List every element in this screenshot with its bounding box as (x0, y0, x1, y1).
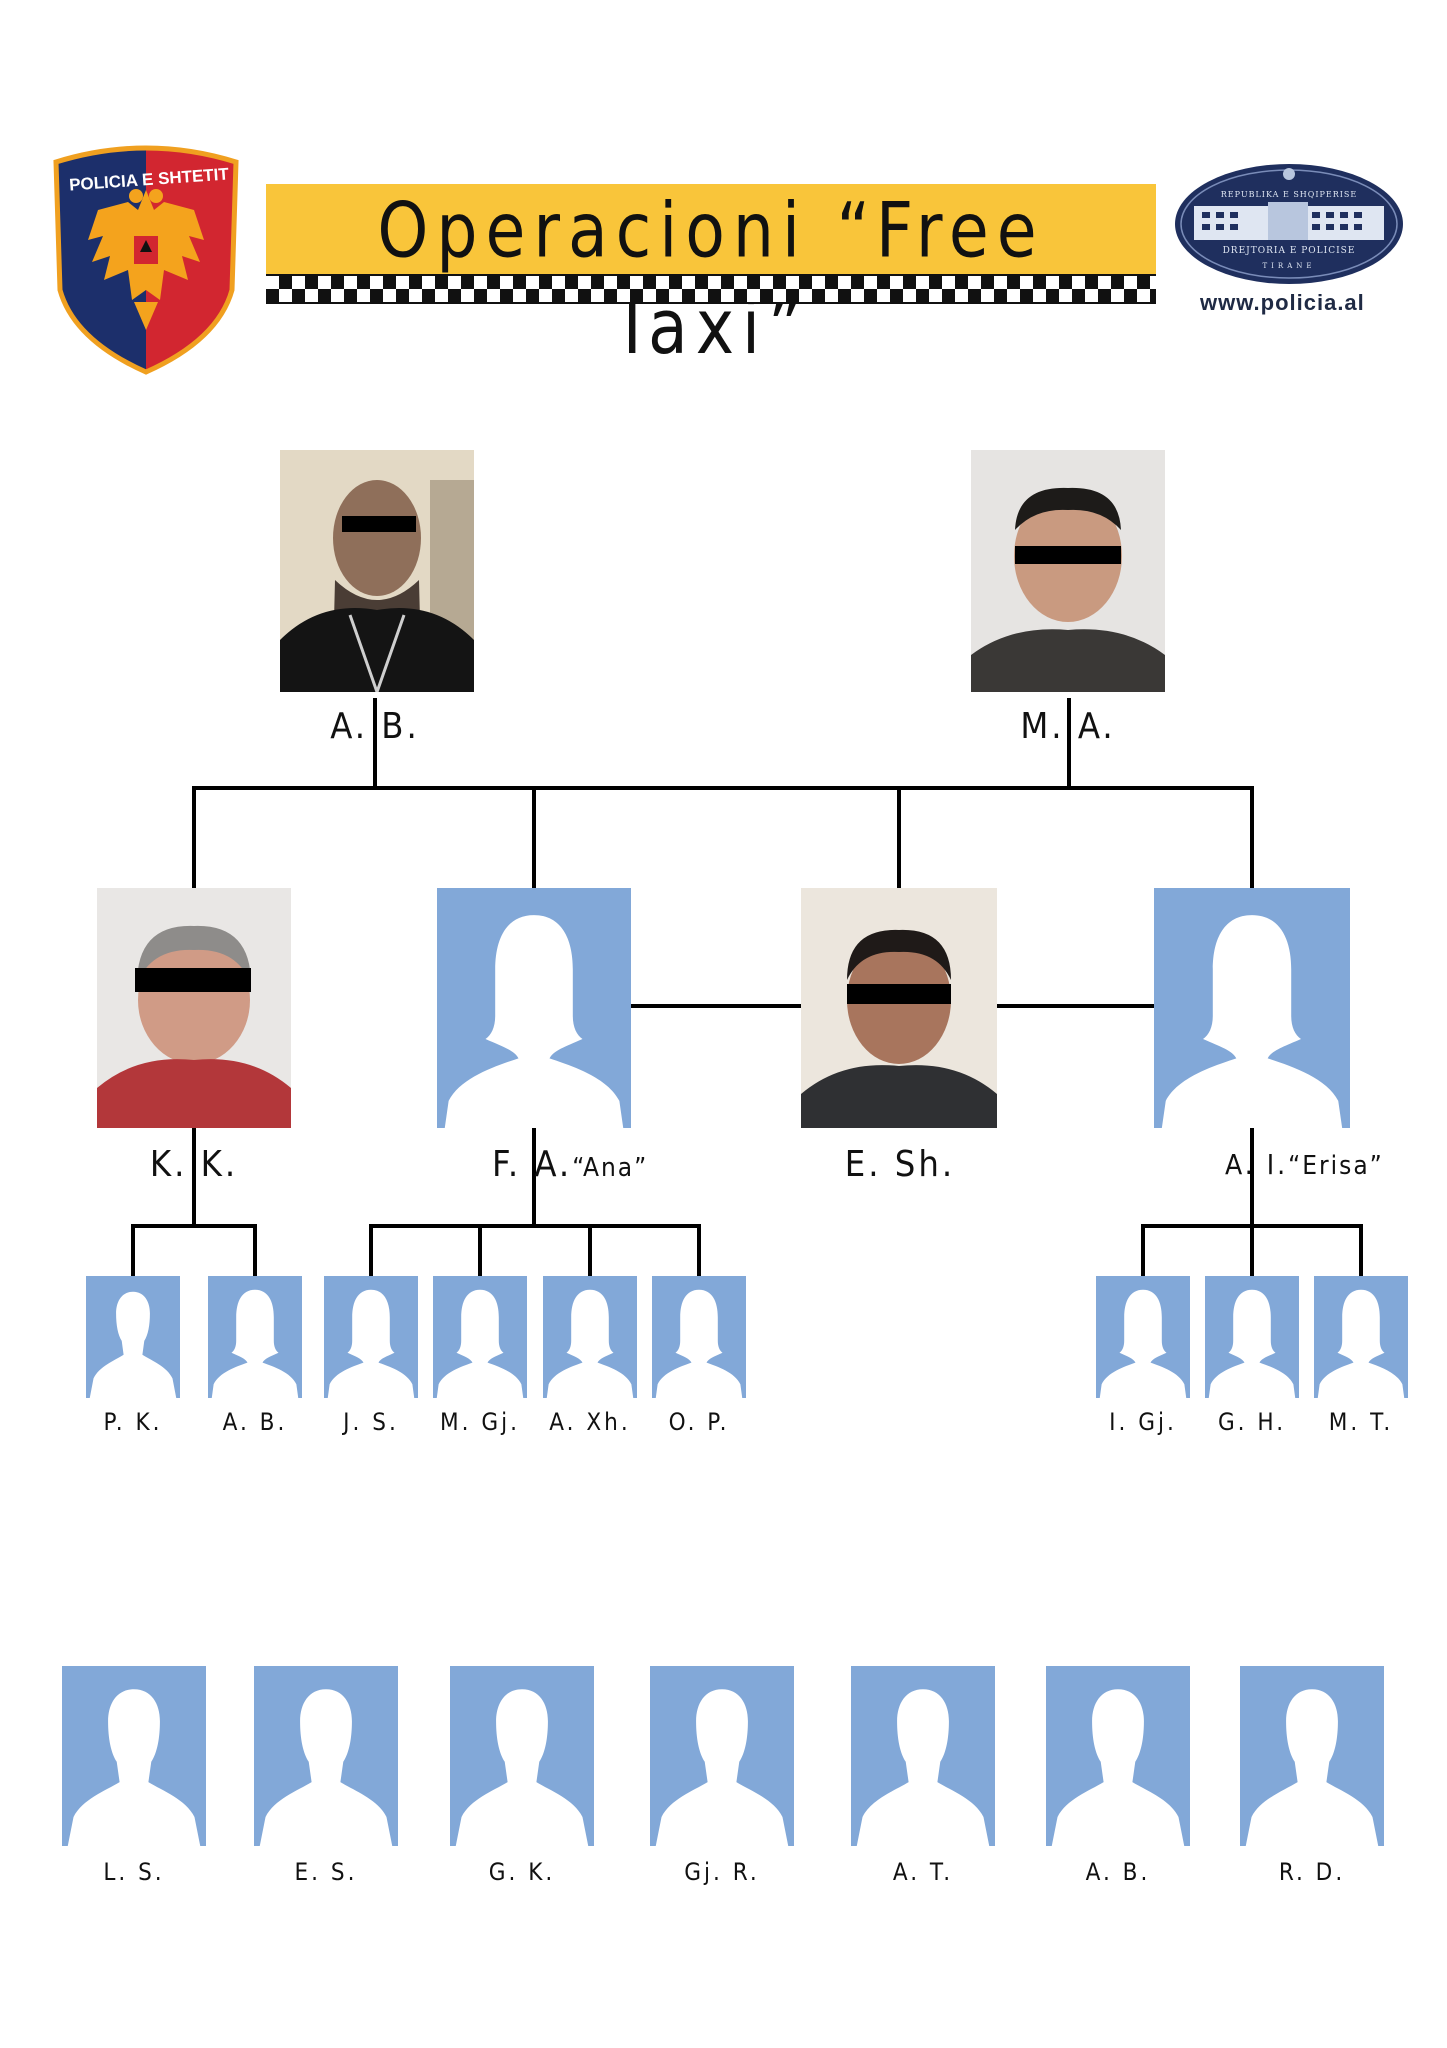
title-banner: Operacioni “Free Taxi” (266, 184, 1156, 371)
police-directorate-seal: REPUBLIKA E SHQIPERISE DREJTORIA E POLIC… (1172, 162, 1406, 286)
page-title: Operacioni “Free Taxi” (377, 185, 1045, 371)
censor-bar (135, 968, 251, 992)
photo-leader-ma (971, 450, 1165, 692)
silhouette-at (851, 1666, 995, 1846)
member-name-kk: K. K. (149, 1144, 239, 1185)
member-name-ab3: A. B. (1085, 1858, 1151, 1886)
photo-member-esh (801, 888, 997, 1128)
member-nickname-fa: “Ana” (572, 1153, 649, 1183)
censor-bar (1015, 546, 1121, 564)
silhouette-op (652, 1276, 746, 1398)
silhouette-mgj (433, 1276, 527, 1398)
censor-bar (847, 984, 951, 1004)
checker-strip (266, 274, 1156, 304)
silhouette-pk (86, 1276, 180, 1398)
member-name-es: E. S. (294, 1858, 358, 1886)
silhouette-gk (450, 1666, 594, 1846)
seal-city-text: TIRANE (1262, 262, 1316, 270)
silhouette-mt (1314, 1276, 1408, 1398)
member-name-gjr: Gj. R. (684, 1858, 760, 1886)
silhouette-ab3 (1046, 1666, 1190, 1846)
silhouette-igj (1096, 1276, 1190, 1398)
silhouette-fa (437, 888, 631, 1128)
member-name-at: A. T. (892, 1858, 954, 1886)
silhouette-ab2 (208, 1276, 302, 1398)
member-name-mgj: M. Gj. (440, 1408, 520, 1436)
member-name-fa: F. A.“Ana” (492, 1144, 649, 1185)
leader-name-ab: A. B. (330, 706, 420, 747)
silhouette-rd (1240, 1666, 1384, 1846)
member-name-gk: G. K. (488, 1858, 556, 1886)
silhouette-ls (62, 1666, 206, 1846)
silhouette-ai (1154, 888, 1350, 1128)
member-name-mt: M. T. (1328, 1408, 1394, 1436)
member-name-esh: E. Sh. (844, 1144, 956, 1185)
seal-top-text: REPUBLIKA E SHQIPERISE (1220, 190, 1358, 199)
member-nickname-ai: “Erisa” (1288, 1151, 1384, 1181)
member-name-rd: R. D. (1278, 1858, 1346, 1886)
website-url: www.policia.al (1200, 290, 1365, 315)
member-name-gh: G. H. (1217, 1408, 1287, 1436)
photo-leader-ab (280, 450, 474, 692)
seal-bottom-text: DREJTORIA E POLICISE (1222, 246, 1356, 256)
leader-name-ma: M. A. (1020, 706, 1116, 747)
silhouette-gh (1205, 1276, 1299, 1398)
member-name-igj: I. Gj. (1109, 1408, 1177, 1436)
silhouette-gjr (650, 1666, 794, 1846)
member-name-js: J. S. (343, 1408, 399, 1436)
silhouette-es (254, 1666, 398, 1846)
silhouette-axh (543, 1276, 637, 1398)
photo-member-kk (97, 888, 291, 1128)
silhouette-js (324, 1276, 418, 1398)
member-name-op: O. P. (668, 1408, 730, 1436)
member-name-ai: A. I.“Erisa” (1225, 1148, 1384, 1181)
police-badge-logo: POLICIA E SHTETIT (48, 140, 244, 376)
member-name-pk: P. K. (103, 1408, 163, 1436)
censor-bar (342, 516, 416, 532)
member-name-axh: A. Xh. (549, 1408, 631, 1436)
member-name-ab2: A. B. (222, 1408, 288, 1436)
member-name-ls: L. S. (103, 1858, 165, 1886)
